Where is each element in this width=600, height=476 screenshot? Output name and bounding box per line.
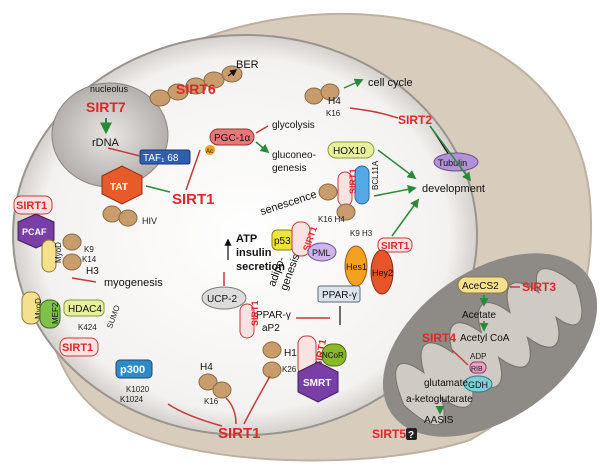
chromatin-left — [62, 233, 82, 271]
rib-label: RIB — [471, 366, 483, 373]
glutamate-label: glutamate — [424, 378, 468, 389]
aketo-label: a-ketoglutarate — [406, 394, 473, 405]
hiv-label: HIV — [142, 216, 157, 226]
myogenesis-label: myogenesis — [104, 277, 163, 289]
development-label: development — [422, 183, 485, 195]
h4-bottom-label: H4 — [200, 362, 213, 373]
sirt1-left-label: SIRT1 — [16, 200, 47, 212]
sirt1-hes-label: SIRT1 — [381, 241, 410, 252]
sirt1-center-label: SIRT1 — [172, 191, 215, 208]
pgc-label: PGC-1α — [214, 133, 251, 144]
atp-label: ATP — [236, 233, 257, 245]
h4-top-label: H4 — [328, 96, 341, 107]
k1024-label: K1024 — [120, 395, 144, 404]
chromatin-h1 — [262, 341, 282, 379]
mitochondrion — [382, 253, 598, 437]
hey2-label: Hey2 — [372, 268, 393, 278]
chromatin-hiv — [102, 205, 138, 227]
ppar-ap2-label-1: PPAR-γ — [256, 310, 291, 321]
sirt1-lower-left-label: SIRT1 — [62, 342, 93, 354]
gluconeo-label-2: genesis — [272, 163, 306, 174]
sirt7-label: SIRT7 — [86, 99, 126, 115]
sirt1-bcl-label: SIRT1 — [348, 168, 358, 194]
cell-cycle-label: cell cycle — [368, 77, 413, 89]
k16-bottom-label: K16 — [204, 397, 219, 406]
tubulin-label: Tubulin — [438, 158, 467, 168]
myod-up-label: MyoD — [54, 242, 63, 263]
sirt5-label: SIRT5 — [372, 427, 406, 441]
ac-badge: Ac — [206, 149, 213, 155]
chromatin-bcl — [318, 183, 356, 221]
pml-label: PML — [312, 248, 331, 258]
p53-label: p53 — [274, 236, 291, 247]
secretion-label: secretion — [236, 261, 285, 273]
gluconeo-label-1: gluconeo- — [272, 150, 316, 161]
h1-label: H1 — [284, 348, 297, 359]
ber-label: BER — [236, 59, 259, 71]
adp-label: ADP — [470, 352, 486, 361]
glycolysis-label: glycolysis — [272, 120, 315, 131]
sirt3-label: SIRT3 — [522, 280, 556, 294]
smrt-label: SMRT — [303, 378, 331, 389]
acecs2-label: AceCS2 — [462, 281, 499, 292]
acetate-label: Acetate — [462, 310, 496, 321]
k9-label: K9 — [84, 245, 94, 254]
bcl11a-label: BCL11A — [371, 160, 380, 190]
gdh-label: GDH — [468, 380, 488, 390]
ucp2-label: UCP-2 — [207, 294, 237, 305]
k26-label: K26 — [282, 365, 297, 374]
sirt5-question: ? — [408, 430, 414, 441]
taf-label: TAF₁ 68 — [143, 153, 179, 164]
k424-label: K424 — [78, 323, 97, 332]
insulin-label: insulin — [236, 247, 272, 259]
chromatin-h4-bottom — [198, 373, 232, 399]
k16-top-label: K16 — [326, 109, 341, 118]
p300-label: p300 — [120, 364, 145, 376]
hdac4-label: HDAC4 — [68, 304, 102, 315]
k1020-label: K1020 — [126, 385, 150, 394]
rdna-label: rDNA — [92, 137, 120, 149]
sirt1-bottom-label: SIRT1 — [218, 425, 261, 442]
k14-label: K14 — [82, 255, 97, 264]
nucleolus-label: nucleolus — [90, 84, 129, 94]
mef2-label: MEF2 — [51, 302, 60, 324]
ppar-ap2-label-2: aP2 — [262, 323, 280, 334]
sirt6-label: SIRT6 — [176, 81, 216, 97]
sirt2-label: SIRT2 — [398, 113, 432, 127]
hes1-label: Hes1 — [346, 262, 367, 272]
k16h4-label: K16 H4 — [318, 215, 345, 224]
ncor-label: NCoR — [322, 351, 344, 360]
aasis-label: AASIS — [424, 415, 454, 426]
pcaf-label: PCAF — [22, 227, 47, 237]
k9h3-label: K9 H3 — [350, 229, 373, 238]
hox10-label: HOX10 — [333, 146, 366, 157]
sirt1-ppar-label: SIRT1 — [250, 300, 260, 326]
h3-label: H3 — [86, 266, 99, 277]
myod-label: MyoD — [34, 298, 43, 319]
sirt4-label: SIRT4 — [422, 331, 456, 345]
ppar-box-label: PPAR-γ — [322, 290, 357, 301]
chromatin-h4-top — [304, 83, 340, 105]
tat-label: TAT — [110, 182, 128, 193]
acetyl-coa-label: Acetyl CoA — [460, 333, 510, 344]
